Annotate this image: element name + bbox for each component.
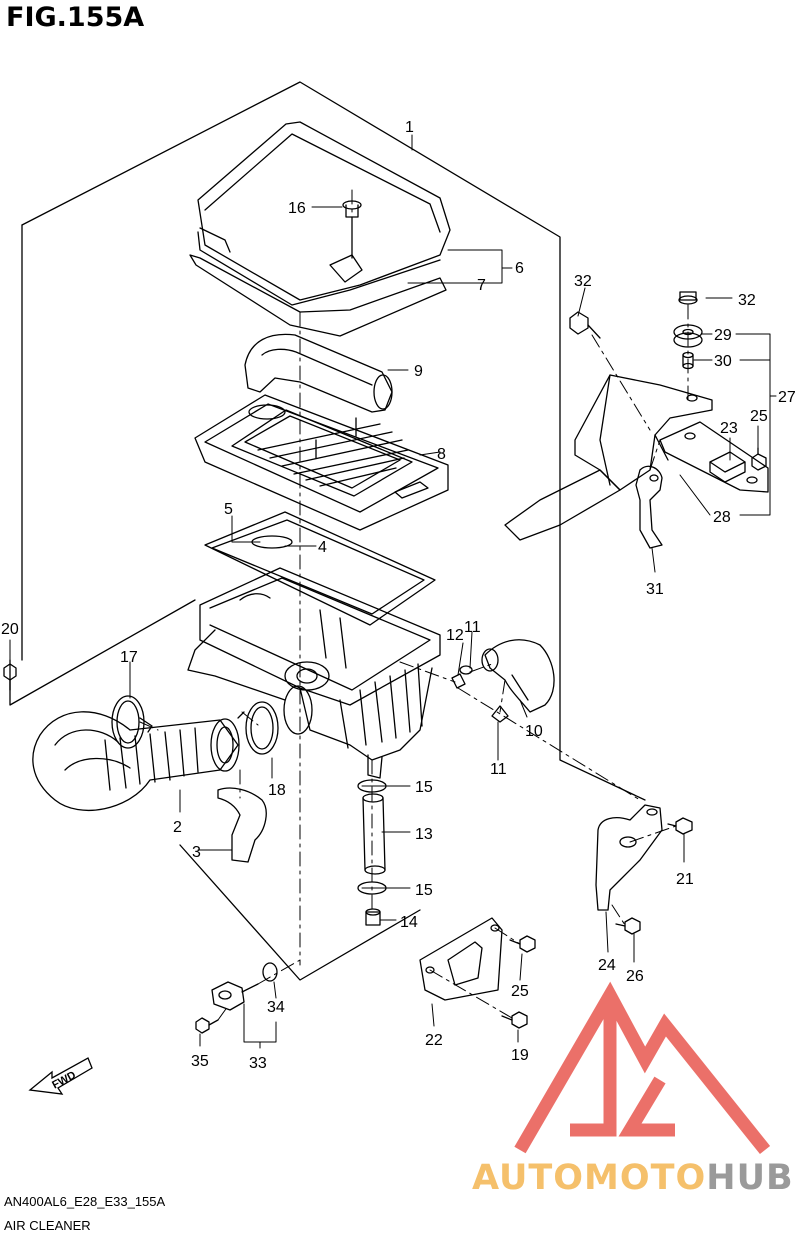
part-clamp-11b: [491, 705, 509, 723]
part-clamp-11a: [459, 665, 473, 675]
part-plate-22: [419, 917, 503, 1001]
part-clamp-17: [111, 695, 153, 749]
part-plug-14: [365, 908, 381, 926]
callout-2: 2: [173, 819, 182, 836]
callout-4: 4: [318, 539, 327, 556]
part-cover: [189, 121, 451, 337]
part-hose-2: [32, 711, 240, 812]
callout-11: 11: [490, 761, 507, 778]
callout-19: 19: [511, 1047, 529, 1064]
part-fitting-12: [451, 673, 466, 689]
part-intake-duct-9: [244, 333, 393, 413]
callout-32: 32: [738, 292, 756, 309]
callout-6: 6: [515, 260, 524, 277]
part-oring-34: [262, 962, 278, 982]
callout-12: 12: [446, 627, 464, 644]
callout-29: 29: [714, 327, 732, 344]
part-bolt-21: [667, 817, 693, 835]
callout-25: 25: [750, 408, 768, 425]
part-filter-8: [194, 394, 449, 531]
callout-34: 34: [267, 999, 285, 1016]
fwd-label: FWD: [50, 1069, 78, 1091]
part-bolt-20: [3, 663, 17, 691]
part-seal-5: [204, 511, 436, 626]
callout-3: 3: [192, 844, 201, 861]
part-bolt-19: [501, 1011, 528, 1029]
figure-title: FIG.155A: [6, 2, 145, 33]
part-sensor-33: [211, 981, 259, 1011]
callout-25: 25: [511, 983, 529, 1000]
callout-15: 15: [415, 882, 433, 899]
callout-15: 15: [415, 779, 433, 796]
callout-7: 7: [477, 277, 486, 294]
part-drain-hose-13: [362, 793, 386, 875]
callout-26: 26: [626, 968, 644, 985]
callout-27: 27: [778, 389, 796, 406]
callout-layer: 1234567891011111213141515161718192021222…: [1, 119, 796, 1072]
part-bracket-27: [504, 374, 713, 541]
part-bolt-26: [615, 917, 641, 935]
part-clamp-18: [237, 701, 279, 755]
part-screw-35: [195, 1017, 219, 1034]
part-damper-23: [709, 451, 746, 483]
reference-code: AN400AL6_E28_E33_155A: [4, 1194, 166, 1209]
callout-35: 35: [191, 1053, 209, 1070]
callout-1: 1: [405, 119, 414, 136]
watermark-text-part-1: AUTOMOTO: [472, 1158, 707, 1198]
part-bracket-24: [595, 804, 663, 911]
figure-caption: AIR CLEANER: [4, 1218, 91, 1233]
part-bolt-25a: [751, 447, 767, 471]
part-bolt-32b: [678, 291, 698, 305]
callout-24: 24: [598, 957, 616, 974]
callout-18: 18: [268, 782, 286, 799]
part-bolt-25b: [509, 935, 536, 953]
callout-30: 30: [714, 353, 732, 370]
callout-33: 33: [249, 1055, 267, 1072]
callout-13: 13: [415, 826, 433, 843]
part-case: [187, 567, 441, 779]
callout-21: 21: [676, 871, 694, 888]
callout-8: 8: [437, 446, 446, 463]
callout-28: 28: [713, 509, 731, 526]
callout-9: 9: [414, 363, 423, 380]
callout-20: 20: [1, 621, 19, 638]
watermark-logo: [514, 981, 771, 1155]
part-bolt-32a: [569, 311, 601, 339]
fwd-arrow-icon: FWD: [28, 1057, 93, 1095]
watermark-text: AUTOMOTOHUB: [472, 1158, 794, 1198]
callout-17: 17: [120, 649, 138, 666]
callout-10: 10: [525, 723, 543, 740]
part-stay-31: [635, 465, 663, 549]
part-plate-28: [659, 421, 769, 493]
watermark-text-part-2: HUB: [706, 1158, 794, 1198]
callout-23: 23: [720, 420, 738, 437]
assembly-boundary: [9, 81, 646, 981]
callout-31: 31: [646, 581, 664, 598]
part-bracket-3: [217, 787, 267, 863]
callout-5: 5: [224, 501, 233, 518]
callout-32: 32: [574, 273, 592, 290]
callout-16: 16: [288, 200, 306, 217]
callout-14: 14: [400, 914, 418, 931]
callout-11: 11: [464, 619, 481, 636]
part-hose-10: [481, 639, 555, 713]
callout-22: 22: [425, 1032, 443, 1049]
